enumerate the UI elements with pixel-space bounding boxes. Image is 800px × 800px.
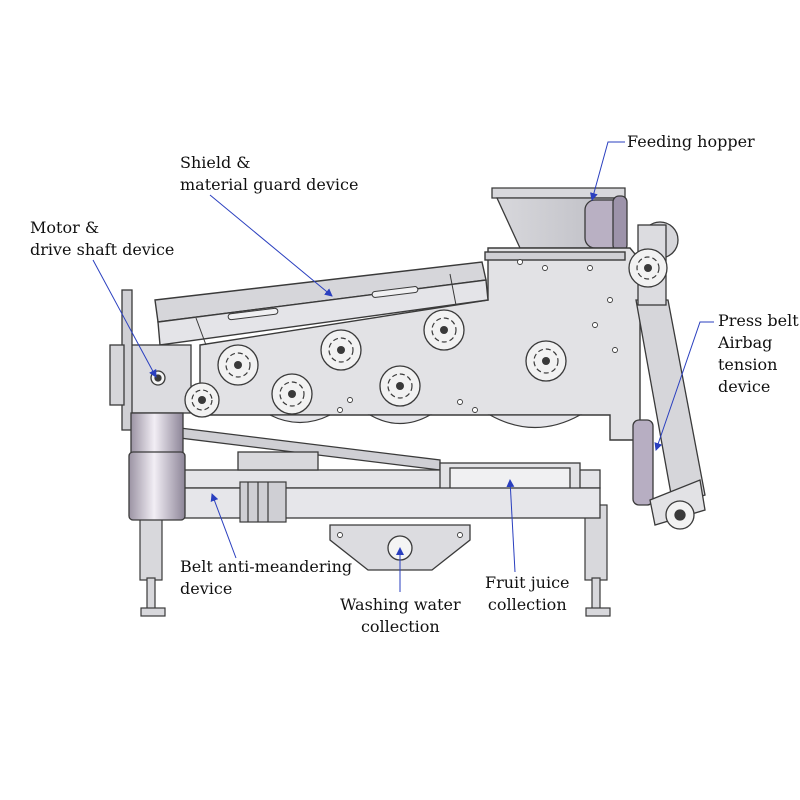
roller (217, 344, 259, 386)
label-motor-drive-shaft: Motor & drive shaft device (30, 217, 174, 261)
label-belt-anti-meandering: Belt anti-meandering device (180, 556, 352, 600)
leader-line-shield (209, 194, 333, 297)
drum-segments (269, 414, 583, 429)
roller (184, 382, 220, 418)
label-line: device (718, 377, 771, 396)
roller (379, 365, 421, 407)
leader-line-press-belt (654, 321, 714, 451)
leader-line-fruit-juice (506, 479, 516, 573)
label-line: tension (718, 355, 778, 374)
frame-bolts (337, 259, 618, 538)
label-line: collection (360, 617, 440, 636)
label-fruit-juice: Fruit juice collection (485, 572, 570, 616)
label-press-belt-airbag: Press belt Airbag tension device (718, 310, 799, 398)
roller (525, 340, 567, 382)
label-feeding-hopper: Feeding hopper (627, 131, 755, 153)
label-shield-material-guard: Shield & material guard device (180, 152, 358, 196)
label-line: drive shaft device (30, 240, 175, 259)
label-line: Feeding hopper (627, 132, 755, 151)
label-line: Shield & (180, 153, 251, 172)
feeding-hopper-shape (491, 187, 628, 252)
label-line: Washing water (340, 595, 461, 614)
roller (628, 248, 668, 288)
label-line: Press belt (718, 311, 799, 330)
label-line: device (180, 579, 233, 598)
label-line: Motor & (30, 218, 100, 237)
label-line: collection (487, 595, 567, 614)
shield-rails (195, 273, 457, 346)
anti-meandering-cylinder (239, 481, 287, 523)
motor-assembly (109, 289, 192, 521)
roller (320, 329, 362, 371)
label-line: Belt anti-meandering (180, 557, 353, 576)
label-washing-water: Washing water collection (340, 594, 461, 638)
label-line: Fruit juice (485, 573, 570, 592)
leader-line-feeding-hopper (590, 141, 625, 201)
machine-legs (139, 504, 611, 617)
main-frame (154, 247, 641, 441)
label-line: Airbag (718, 333, 773, 352)
label-line: material guard device (180, 175, 359, 194)
roller (423, 309, 465, 351)
leader-lines (92, 141, 714, 592)
roller (271, 373, 313, 415)
leader-line-motor (92, 259, 157, 378)
leader-line-belt-anti (210, 493, 237, 559)
